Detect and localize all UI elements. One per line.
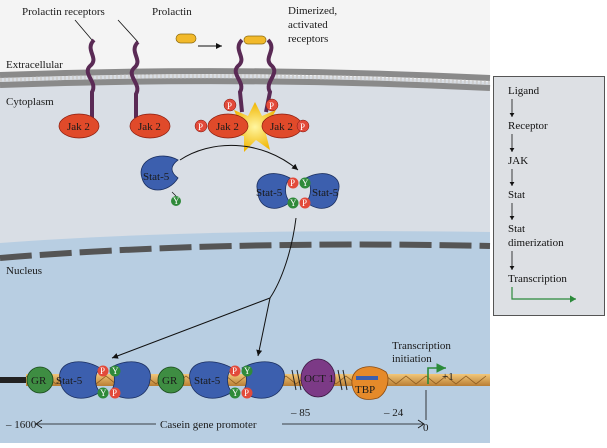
extracellular-label: Extracellular	[6, 59, 63, 71]
jak2-left: Jak 2	[58, 113, 100, 139]
jak2-dimer-left: Jak 2	[207, 113, 249, 139]
svg-text:P: P	[290, 178, 295, 188]
svg-text:Y: Y	[244, 366, 251, 376]
svg-text:P: P	[244, 388, 249, 398]
transcription-start-arrow	[427, 363, 446, 384]
dimerized-label-line2: activated	[288, 19, 328, 31]
nucleus-region	[0, 231, 490, 443]
dimerized-receptor	[233, 35, 277, 113]
stat5-label: Stat-5	[143, 171, 170, 183]
nucleus-label: Nucleus	[6, 265, 42, 277]
plus1-label: +1	[442, 371, 454, 383]
stat-activation-arrow	[179, 145, 299, 171]
stat5-monomer: Stat-5 Y	[140, 155, 181, 206]
stat5-dimer-dna-1: Stat-5 P Y Y P	[56, 361, 151, 399]
pathway-summary-box: Ligand Receptor JAK Stat Stat dimerizati…	[493, 76, 605, 316]
svg-text:P: P	[100, 366, 105, 376]
gr-factor-left: GR	[26, 366, 54, 394]
stat5-dimer-dna-2: Stat-5 P Y Y P	[189, 361, 285, 399]
pathway-step-receptor: Receptor	[508, 120, 548, 132]
prolactin-receptors-label: Prolactin receptors	[22, 6, 105, 18]
jak2-label: Jak 2	[216, 121, 239, 133]
pathway-step-stat: Stat	[508, 189, 526, 201]
pathway-step-stat-dimerization-2: dimerization	[508, 237, 564, 249]
stat5-label: Stat-5	[56, 375, 83, 387]
dna-left-end	[0, 377, 28, 383]
jak2-label: Jak 2	[138, 121, 161, 133]
pathway-step-stat-dimerization-1: Stat	[508, 223, 526, 235]
nuclear-envelope	[0, 241, 491, 261]
prolactin-ligand	[175, 33, 197, 44]
coord-minus24: – 24	[383, 407, 404, 419]
svg-text:P: P	[269, 101, 274, 111]
gr-factor-middle: GR	[157, 366, 185, 394]
oct1-label: OCT 1	[304, 373, 334, 385]
casein-promoter-label: Casein gene promoter	[160, 419, 257, 431]
receptor-pointer-line	[74, 19, 93, 41]
receptor-right	[129, 40, 140, 118]
coord-zero: 0	[423, 422, 429, 434]
binding-arrow-right	[256, 297, 271, 357]
svg-text:P: P	[198, 122, 203, 132]
dimerized-label-line3: receptors	[288, 33, 328, 45]
tbp-label: TBP	[355, 384, 375, 396]
pathway-step-ligand: Ligand	[508, 85, 540, 97]
transcription-initiation-line1: Transcription	[392, 340, 451, 352]
stat5-label: Stat-5	[312, 187, 339, 199]
stat5-label: Stat-5	[194, 375, 221, 387]
tbp-factor: TBP	[351, 366, 389, 400]
oct1-factor: OCT 1	[300, 358, 336, 398]
pathway-arrows	[509, 99, 576, 303]
svg-text:Y: Y	[232, 388, 239, 398]
coord-minus85: – 85	[290, 407, 311, 419]
svg-text:P: P	[232, 366, 237, 376]
svg-text:Y: Y	[302, 178, 309, 188]
plasma-membrane	[0, 68, 491, 91]
phospho-group: P	[194, 119, 208, 133]
bound-prolactin	[243, 35, 267, 45]
stat5-label: Stat-5	[256, 187, 283, 199]
svg-text:P: P	[227, 101, 232, 111]
svg-text:Y: Y	[100, 388, 107, 398]
cytoplasm-label: Cytoplasm	[6, 96, 54, 108]
prolactin-label: Prolactin	[152, 6, 192, 18]
pathway-step-jak: JAK	[508, 155, 529, 167]
svg-text:P: P	[300, 122, 305, 132]
svg-text:Y: Y	[290, 198, 297, 208]
nuclear-import-line	[269, 217, 297, 299]
receptor-pointer-line	[117, 19, 139, 43]
jak2-dimer-right: Jak 2	[261, 113, 303, 139]
dimerized-label-line1: Dimerized,	[288, 5, 337, 17]
phospho-group: P	[296, 119, 310, 133]
svg-text:P: P	[112, 388, 117, 398]
activation-burst	[228, 102, 282, 152]
svg-text:Y: Y	[112, 366, 119, 376]
gr-label: GR	[162, 375, 178, 387]
jak2-right: Jak 2	[129, 113, 171, 139]
transcription-initiation-line2: initiation	[392, 353, 432, 365]
svg-text:Y: Y	[173, 196, 180, 206]
coord-minus1600: – 1600	[5, 419, 37, 431]
jak2-label: Jak 2	[67, 121, 90, 133]
receptor-left	[85, 38, 96, 118]
phospho-group: P	[223, 98, 237, 112]
phospho-group: P	[265, 98, 279, 112]
gr-label: GR	[31, 375, 47, 387]
pathway-step-transcription: Transcription	[508, 273, 567, 285]
stat5-dimer: Stat-5 Stat-5 P Y Y P	[256, 173, 340, 209]
binding-arrow-left	[111, 297, 271, 359]
svg-text:P: P	[302, 198, 307, 208]
jak2-label: Jak 2	[270, 121, 293, 133]
